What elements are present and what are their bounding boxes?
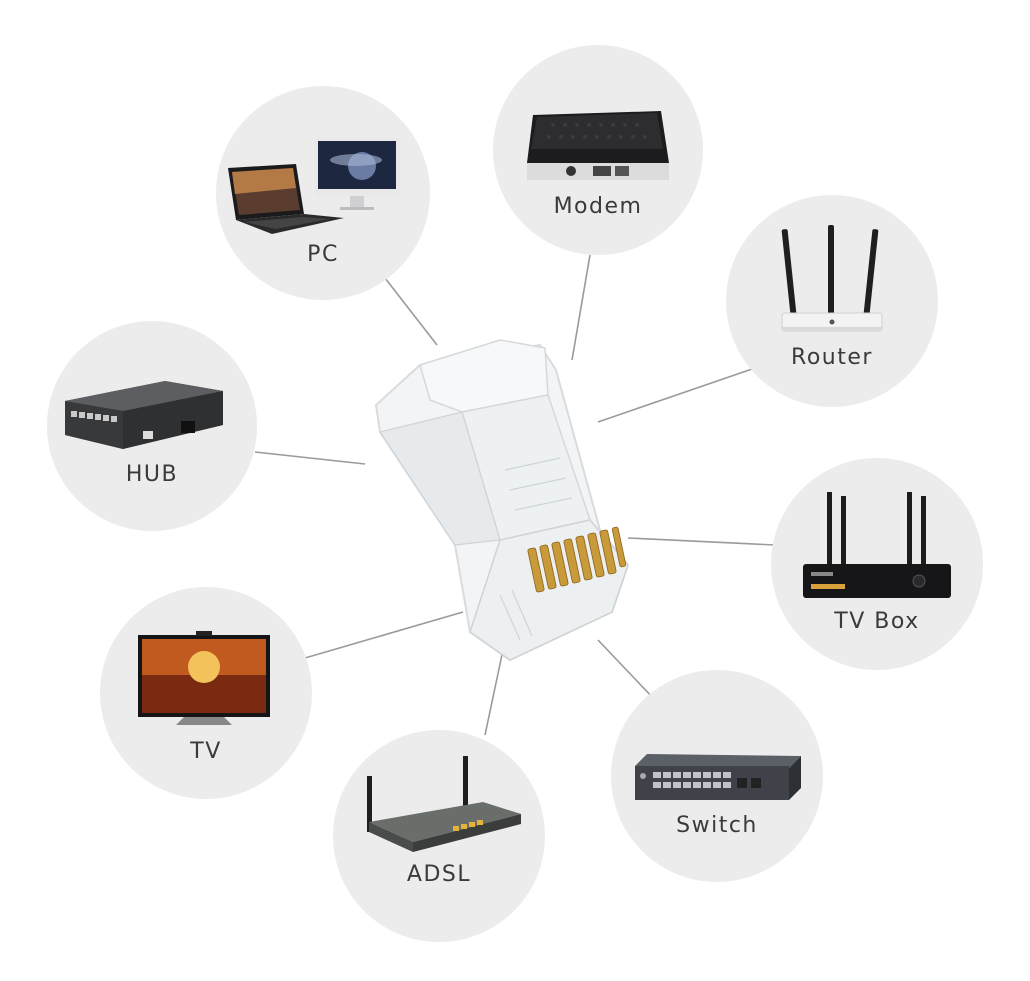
modem-icon — [527, 111, 669, 180]
line-tvbox — [627, 537, 776, 546]
router-icon — [781, 225, 883, 332]
tvbox-node: TV Box — [771, 458, 983, 670]
switch-node: Switch — [611, 670, 823, 882]
adsl-label: ADSL — [406, 862, 472, 887]
laptop-and-monitor-icon — [228, 138, 400, 234]
line-router — [597, 367, 756, 423]
pc-label: PC — [307, 242, 339, 267]
line-hub — [254, 451, 366, 465]
hub-icon — [65, 381, 223, 449]
modem-node: Modem — [493, 45, 703, 255]
line-switch — [597, 639, 656, 701]
pc-node: PC — [216, 86, 430, 300]
switch-icon — [635, 754, 801, 800]
hub-node: HUB — [47, 321, 257, 531]
tv-label: TV — [190, 739, 222, 764]
line-tv — [304, 611, 464, 659]
line-pc — [384, 277, 438, 346]
adsl-node: ADSL — [333, 730, 545, 942]
line-modem — [571, 254, 591, 361]
line-adsl — [484, 649, 504, 736]
router-node: Router — [726, 195, 938, 407]
hub-label: HUB — [125, 462, 179, 487]
adsl-router-icon — [367, 756, 521, 852]
tvbox-label: TV Box — [834, 609, 920, 634]
modem-label: Modem — [553, 194, 643, 219]
tv-node: TV — [100, 587, 312, 799]
switch-label: Switch — [676, 813, 758, 838]
router-label: Router — [791, 345, 873, 370]
tv-box-icon — [803, 492, 951, 598]
tv-icon — [138, 631, 270, 725]
